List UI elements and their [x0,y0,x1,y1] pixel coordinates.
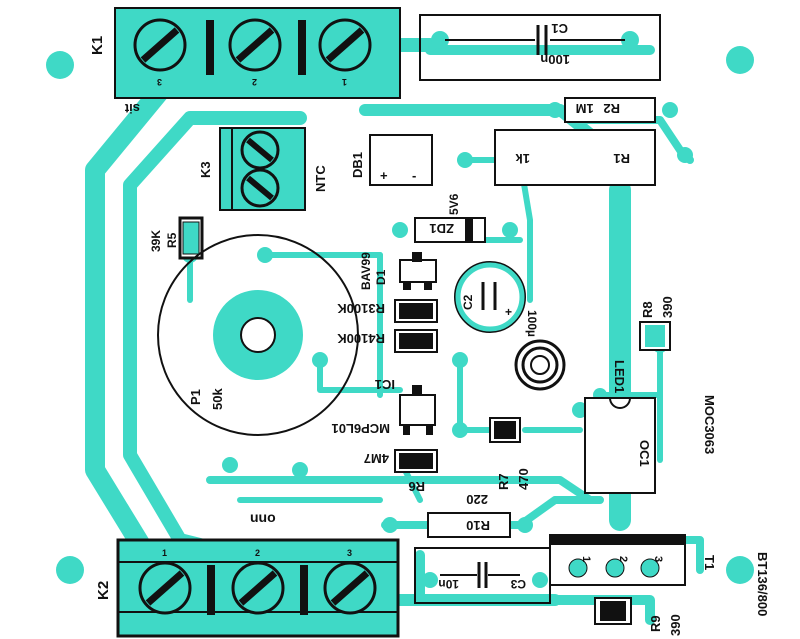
k1-ref: K1 [89,36,106,55]
mounting-holes [46,46,754,584]
d1-ref: D1 [374,269,388,285]
p1-ref: P1 [188,389,203,405]
capacitor-c1: C1 100n [419,14,661,81]
t1-value: BT136/800 [755,552,770,616]
k1-pin-2: 2 [252,77,257,87]
ic1-value: MCP6L01 [331,421,390,436]
r6-value: 4M7 [364,451,389,466]
connector-k1: K1 3 2 1 sit [89,7,401,116]
c1-value: 100n [540,52,570,67]
r10-value: 220 [466,492,488,507]
k2-pin-3: 3 [347,548,352,558]
diode-bridge-db1: + - DB1 [350,134,433,186]
capacitor-c3: 10n C3 [414,547,551,604]
diode-d1: D1 BAV99 [359,252,437,290]
r5-value: 39K [149,230,163,252]
k2-pin-1: 1 [162,548,167,558]
zd1-ref: ZD1 [429,221,454,236]
r3-label: R3100K [337,301,385,316]
r9-ref: R9 [648,615,663,632]
db1-ref: DB1 [350,152,365,178]
resistor-r1: 1k R1 [494,129,656,186]
r9-value: 390 [668,614,683,636]
p1-value: 50k [210,388,225,410]
r2-label: R2 1M [576,101,620,116]
r6-ref: R6 [408,479,425,494]
resistor-r6: 4M7 R6 [364,449,438,494]
r8-ref: R8 [640,301,655,318]
t1-pin-1: 1 [580,556,592,562]
resistor-r2: R2 1M [564,97,656,123]
c1-ref: C1 [551,21,568,36]
connector-k2: 1 2 3 K2 [95,538,400,638]
t1-ref: T1 [702,555,717,570]
r1-ref: R1 [613,151,630,166]
potentiometer-p1: P1 50k [157,234,359,436]
r5-ref: R5 [165,232,179,248]
led-led1: LED1 [514,339,627,393]
ic1-ref: IC1 [375,377,395,392]
oc1-value: MOC3063 [702,395,717,454]
c3-value: 10n [438,577,459,591]
out-marking: uuo [250,509,276,525]
zd1-value: 5V6 [447,193,461,215]
resistor-r3: R3100K [337,299,438,323]
c2-value: 100µ [525,310,539,337]
svg-text:+: + [505,305,512,319]
k1-note: sit [124,101,140,116]
r1-value: 1k [515,151,530,166]
db1-minus: - [412,168,416,183]
t1-pin-2: 2 [617,556,629,562]
resistor-r8: R8 390 [639,296,675,351]
oc1-ref: OC1 [637,440,652,467]
d1-value: BAV99 [359,252,373,290]
t1-pin-3: 3 [652,556,664,562]
resistor-r5: R5 39K [149,216,204,260]
resistor-r7: R7 470 [489,417,531,490]
resistor-r4: R4100K [337,329,438,353]
k2-ref: K2 [95,581,112,600]
k1-pin-1: 1 [342,77,347,87]
k3-value: NTC [313,165,328,192]
r4-label: R4100K [337,331,385,346]
r10-ref: R10 [466,518,490,533]
optocoupler-oc1: OC1 MOC3063 [584,395,717,494]
r8-value: 390 [660,296,675,318]
db1-plus: + [380,168,388,183]
r7-ref: R7 [496,473,511,490]
led1-ref: LED1 [612,360,627,393]
connector-k3: K3 NTC [198,127,328,211]
k2-pin-2: 2 [255,548,260,558]
c3-ref: C3 [510,577,526,591]
k1-pin-3: 3 [157,77,162,87]
r7-value: 470 [516,468,531,490]
c2-ref: C2 [461,294,475,310]
zener-zd1: ZD1 5V6 [414,193,486,243]
resistor-r9: R9 390 [594,597,683,636]
capacitor-c2: + C2 100µ [454,261,539,337]
ic-ic1: IC1 MCP6L01 [331,377,436,436]
k3-ref: K3 [198,161,213,178]
triac-t1: 1 2 3 T1 BT136/800 [549,534,770,616]
resistor-r10: R10 220 [427,492,511,538]
